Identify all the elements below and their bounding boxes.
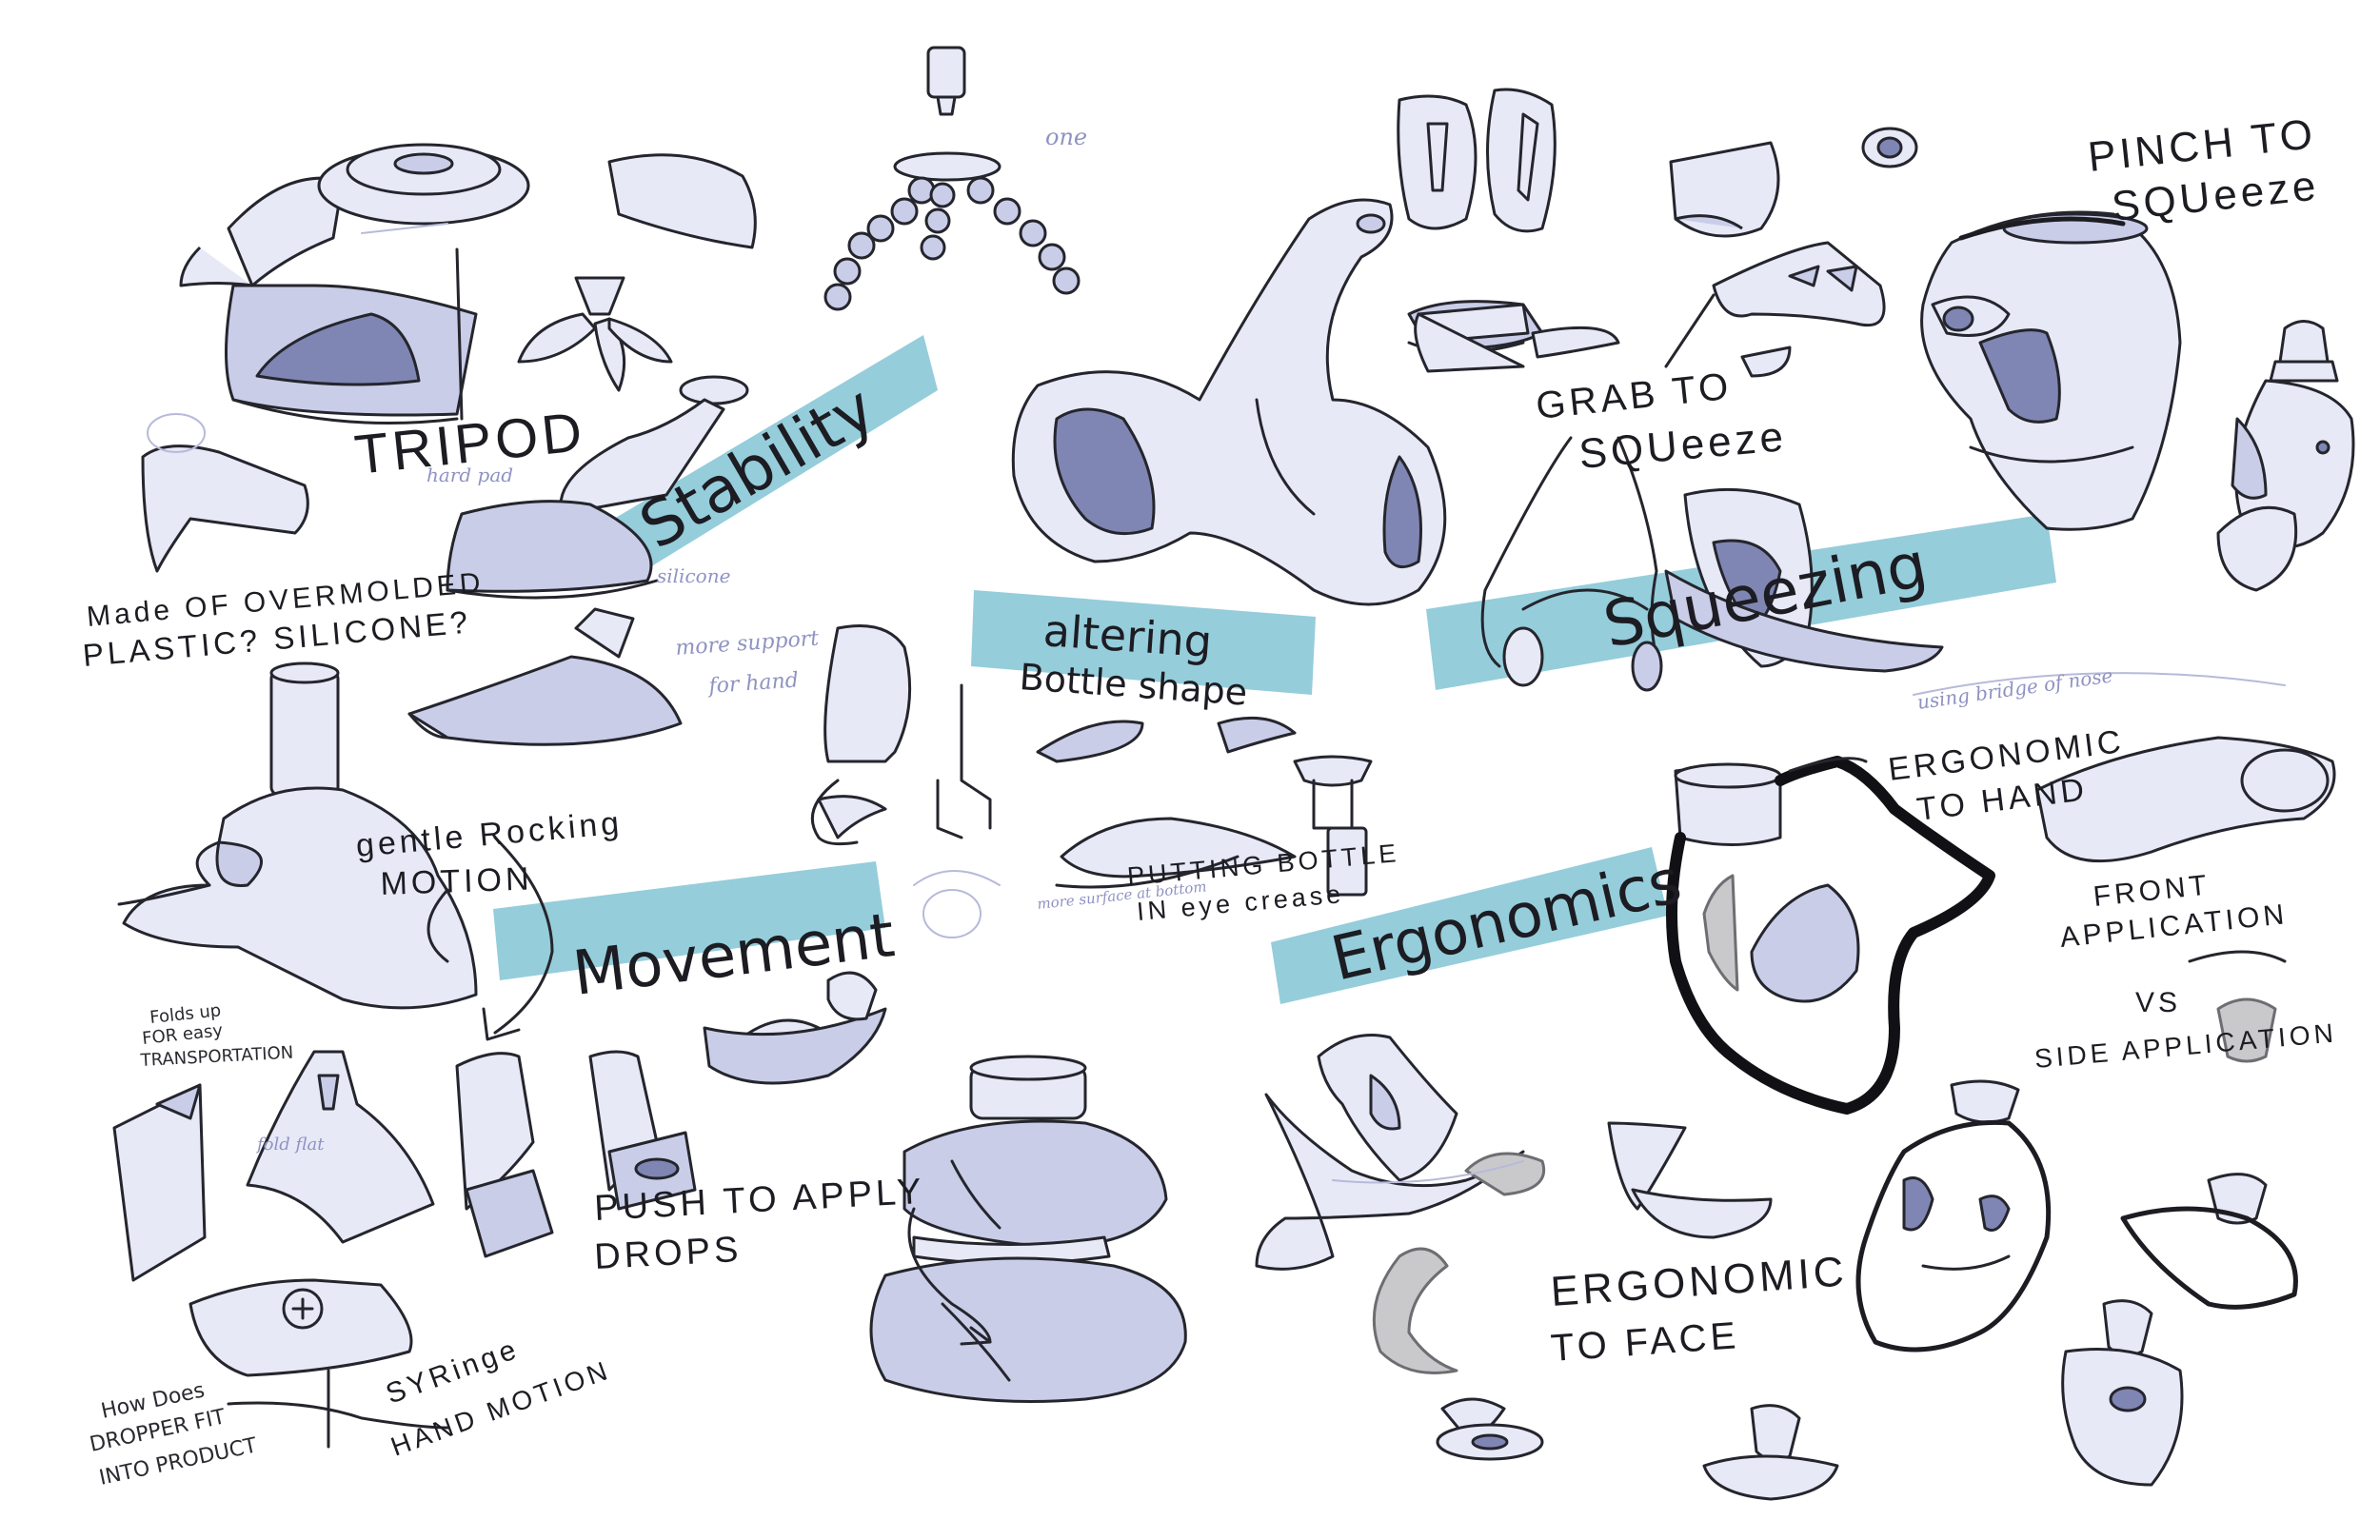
faint-note-fold-flat: fold flat — [255, 1135, 325, 1155]
ergonomics-band — [1271, 847, 1668, 1004]
note-one: one — [1045, 124, 1087, 150]
note-front-line1: FRONT — [2092, 869, 2211, 913]
small-ring-sketch — [1861, 127, 1918, 168]
faint-note-silicone: silicone — [657, 564, 730, 587]
rocking-base-sketch — [703, 971, 887, 1085]
note-ergo-face-line2: TO FACE — [1550, 1314, 1741, 1370]
faint-note-using-bridge: using bridge of nose — [1915, 663, 2113, 714]
stability-sketches — [407, 375, 749, 746]
note-side-application: SIDE APPLICATION — [2033, 1017, 2338, 1074]
squeeze-cup-sketch — [1664, 487, 1944, 673]
ergonomic-hand-bottle-sketch — [1666, 756, 1995, 1115]
note-gentle-line2: MOTION — [380, 860, 533, 902]
folding-sketches — [112, 1050, 449, 1449]
altering-band — [971, 590, 1316, 695]
faint-note-for-hand: for hand — [706, 668, 800, 699]
tweezer-sketch — [1664, 241, 1886, 378]
note-front-line2: APPLICATION — [2058, 898, 2289, 954]
ergonomic-hand-side-sketch — [1913, 672, 2336, 863]
bottle-shape-small-sketches — [810, 624, 1297, 846]
front-side-application-sketches — [1855, 950, 2298, 1352]
petal-feet-sketch — [517, 276, 673, 392]
eye-crease-sketches — [913, 755, 1373, 938]
rocking-pointer-icon — [426, 888, 449, 963]
note-ergo-face-line1: ERGONOMIC — [1549, 1248, 1849, 1315]
stability-band — [609, 335, 938, 581]
theme-altering-line1: altering — [1041, 604, 1214, 667]
note-push-line2: DROPS — [593, 1230, 743, 1277]
push-drops-sketches — [455, 1050, 697, 1258]
faint-note-more-support: more support — [675, 627, 820, 661]
overmold-bottle-sketch — [117, 661, 478, 1010]
ergonomic-face-sketches — [1255, 1034, 1545, 1271]
flex-tripod-sketch — [823, 46, 1081, 311]
note-grab-line1: GRAB TO — [1534, 365, 1734, 427]
note-gentle-line1: gentle Rocking — [354, 805, 624, 864]
altering-bottle-sketch — [1011, 198, 1447, 606]
note-grab-line2: SQUeeze — [1577, 413, 1789, 478]
motion-arrow-icon — [482, 836, 554, 1041]
faint-note-hard-pad: hard pad — [426, 464, 513, 486]
stacked-bottle-sketch — [869, 1055, 1187, 1403]
tripod-sketch — [179, 143, 757, 424]
pinch-clip-sketch — [1669, 141, 1780, 238]
pinch-squeeze-bottle-sketch — [1920, 210, 2182, 531]
note-vs: VS — [2135, 987, 2181, 1018]
bulb-bottle-sketch — [2216, 320, 2355, 592]
note-folds-line3: TRANSPORTATION — [139, 1043, 294, 1071]
face-ring-sketches — [1372, 1121, 1773, 1461]
squeeze-clips-sketch — [1414, 303, 1663, 692]
bottom-right-sketches — [1702, 1299, 2184, 1501]
movement-band — [493, 861, 885, 980]
clip-sketch — [141, 413, 309, 573]
